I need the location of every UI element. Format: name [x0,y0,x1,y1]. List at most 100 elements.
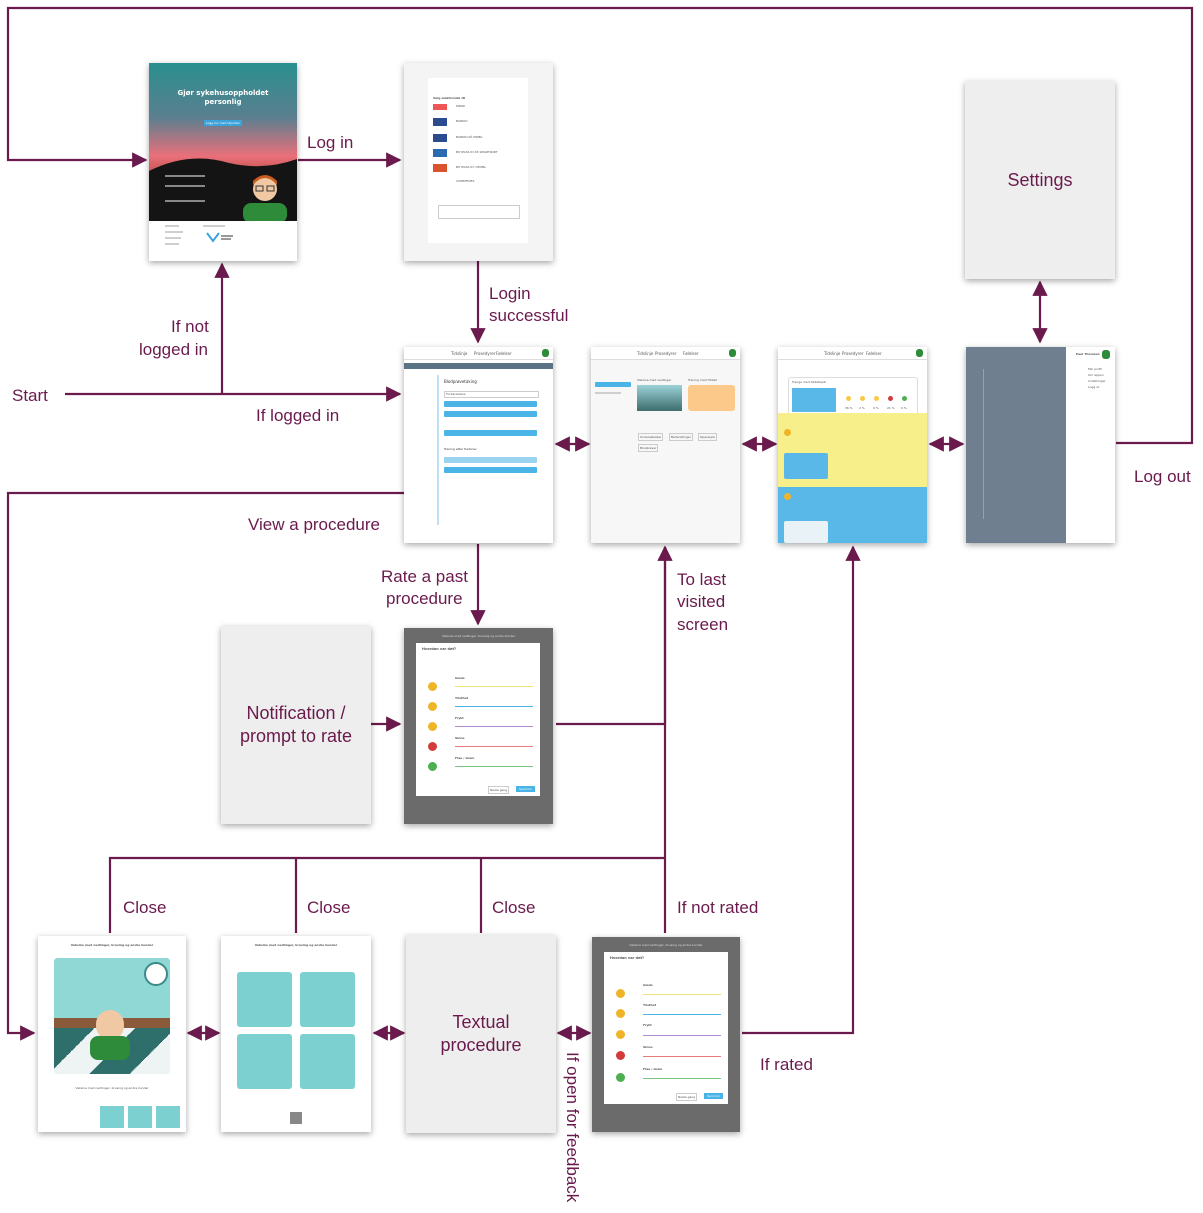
settings-label: Settings [1007,169,1073,190]
screen-login[interactable]: Gjør sykehusoppholdet personlig Logg inn… [149,63,297,261]
timeline-item-1[interactable]: Blodprøvetaking [444,379,477,384]
rating-later-button[interactable]: Neste gang [488,786,510,794]
tab-feelings[interactable]: Følelser [866,351,882,356]
emotion-4: Sinne [455,736,465,740]
rating-title: Vaksine med nedlinger, brusing og andre … [441,634,516,638]
label-if-not-2: logged in [139,340,209,359]
login-title-2: personlig [204,98,242,106]
screen-feelings[interactable]: Tidslinje Prosedyrer Følelser Trenge med… [778,347,927,543]
textual-line-1: Textual [452,1012,510,1032]
grid-thumb-4[interactable] [300,1034,355,1089]
screen-menu[interactable]: Paul Thomsen Min profil Om appen Innstil… [966,347,1115,543]
grid-thumb-1[interactable] [237,972,292,1027]
idporten-option-3[interactable]: BANKID PÅ MOBIL [456,135,483,139]
rating-submit-button-2[interactable]: Send inn [704,1093,724,1099]
idporten-option-4[interactable]: BUYPASS ID PÅ SMARTKORT [456,150,498,154]
emotion-b2: Tristhet [643,1003,657,1007]
slider-anger[interactable] [455,746,533,747]
avatar-icon[interactable] [916,349,923,357]
label-if-logged-in: If logged in [256,406,340,425]
tag-4[interactable]: Blodprøver [638,444,659,452]
screen-procedure-grid[interactable]: Vaksine med nedlinger, brusing og andre … [221,936,371,1132]
feelings-card-title: Trenge med fotballspill [792,380,827,384]
emotion-b1: Glede [643,983,653,987]
tab-procedures[interactable]: Prosedyrer [474,351,496,356]
tab-procedures[interactable]: Prosedyrer [655,351,677,356]
idporten-card: Velg elektronisk ID MINID BANKID BANKID … [428,78,528,243]
timeline-tabs: Tidslinje Prosedyrer Følelser [404,347,553,360]
idporten-option-1[interactable]: MINID [456,104,465,108]
label-log-out: Log out [1134,467,1191,486]
label-if-not-rated: If not rated [677,898,759,917]
tab-timeline[interactable]: Tidslinje [824,351,841,356]
slider-sadness[interactable] [455,706,533,707]
emotion-1: Glede [455,676,465,680]
emotion-b4: Sinne [643,1045,653,1049]
grid-thumb-2[interactable] [300,972,355,1027]
tag-2[interactable]: Behandlinger [669,433,694,441]
procedures-tabs: Tidslinje Prosedyrer Følelser [591,347,740,360]
grid-view-icon[interactable] [290,1112,302,1124]
idporten-option-2[interactable]: BANKID [456,119,468,123]
menu-avatar-icon [1102,350,1110,359]
tab-feelings[interactable]: Følelser [496,351,512,356]
label-log-in: Log in [307,133,354,152]
settings-panel[interactable]: Settings [965,81,1115,279]
tab-timeline[interactable]: Tidslinje [451,351,468,356]
avatar-icon[interactable] [542,349,549,357]
idporten-option-5[interactable]: BUYPASS ID I MOBIL [456,165,487,169]
label-close-2: Close [307,898,351,917]
textual-procedure-panel[interactable]: Textual procedure [406,935,556,1133]
label-login-successful-1: Login [489,284,531,303]
emotion-3: Frykt [455,716,464,720]
tab-feelings[interactable]: Følelser [683,351,699,356]
tag-1[interactable]: Undersøkelser [638,433,664,441]
thumbnail-strip[interactable] [100,1106,180,1128]
login-button[interactable]: Logg inn med idporten [204,120,242,126]
procedure-card-1[interactable]: Vaksine med nedlinger [637,378,672,382]
procedure-card-2[interactable]: Trening med fotball [688,378,718,382]
percent-4: 21 % [887,406,895,410]
edge-if-rated [742,545,861,1035]
rating-submit-button[interactable]: Send inn [516,786,536,792]
menu-item-3[interactable]: Innstillinger [1088,379,1106,383]
slider-shame[interactable] [455,766,533,767]
feelings-blue-section [778,487,927,543]
label-rate-past-2: procedure [386,589,463,608]
percent-5: 0 % [901,406,907,410]
screen-timeline[interactable]: Tidslinje Prosedyrer Følelser Blodprøvet… [404,347,553,543]
label-rate-past-1: Rate a past [381,567,468,586]
rating-question: Hvordan var det? [422,647,457,651]
notification-panel[interactable]: Notification / prompt to rate [221,626,371,824]
rating-title-2: Vaksine med nedlinger, brusing og andre … [629,943,703,947]
slider-joy[interactable] [455,686,533,687]
idporten-option-6[interactable]: COMMFIDES [456,179,475,183]
edge-to-last-visited [556,545,673,726]
feelings-summary-card: Trenge med fotballspill 36 % 2 % 0 % 21 … [788,377,918,419]
percent-3: 0 % [873,406,879,410]
menu-item-2[interactable]: Om appen [1088,373,1104,377]
tag-3[interactable]: Operasjon [698,433,718,441]
timeline-item-2[interactable]: Forberedelse [446,392,466,396]
menu-drawer: Paul Thomsen Min profil Om appen Innstil… [1066,347,1115,543]
screen-illustrated-procedure[interactable]: Vaksine med nedlinger, brusing og andre … [38,936,186,1132]
menu-item-1[interactable]: Min profil [1088,367,1102,371]
screen-procedures[interactable]: Tidslinje Prosedyrer Følelser Vaksine me… [591,347,740,543]
feelings-yellow-section [778,413,927,487]
screen-rating-top[interactable]: Vaksine med nedlinger, brusing og andre … [404,628,553,824]
hospital-logo [206,232,233,243]
emotion-b3: Frykt [643,1023,652,1027]
rating-later-button-2[interactable]: Neste gang [676,1093,698,1101]
screen-rating-bottom[interactable]: Vaksine med nedlinger, brusing og andre … [592,937,740,1132]
tab-timeline[interactable]: Tidslinje [637,351,654,356]
slider-fear[interactable] [455,726,533,727]
menu-item-logout[interactable]: Logg ut [1088,385,1100,389]
avatar-icon[interactable] [729,349,736,357]
label-last-visited-3: screen [677,615,729,634]
grid-thumb-3[interactable] [237,1034,292,1089]
tab-procedures[interactable]: Prosedyrer [842,351,864,356]
timeline-item-4[interactable]: Trening etter fredsrav [444,447,477,451]
screen-idporten[interactable]: Velg elektronisk ID MINID BANKID BANKID … [404,63,553,261]
idporten-heading: Velg elektronisk ID [433,96,466,100]
